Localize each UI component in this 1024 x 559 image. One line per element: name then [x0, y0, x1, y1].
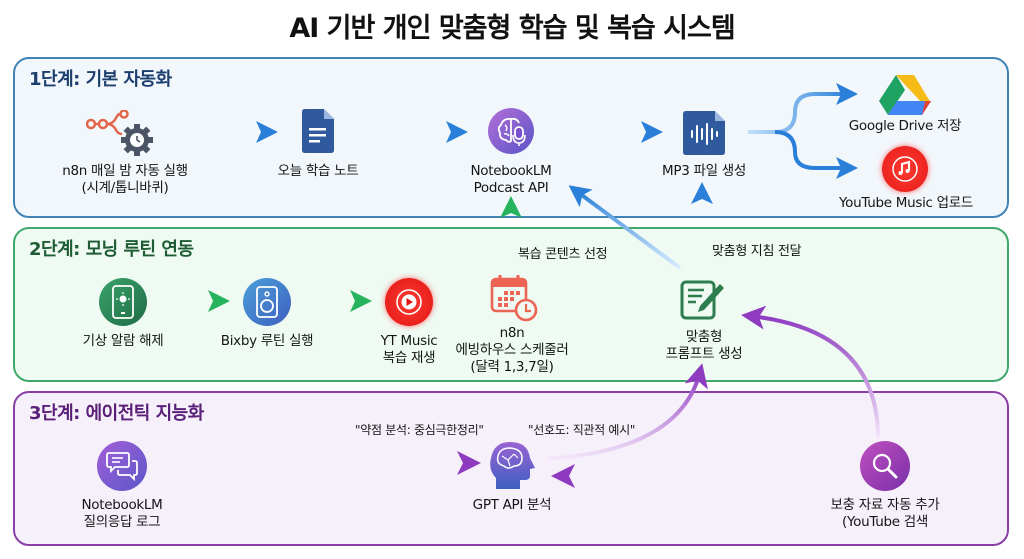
node-label-gpt-analysis: GPT API 분석: [472, 497, 552, 513]
play-circle-icon: [385, 278, 433, 326]
chat-bubbles-icon: [97, 441, 147, 491]
node-label-alarm-off: 기상 알람 해제: [82, 333, 164, 349]
edge-label-weakness: "약점 분석: 중심극한정리": [355, 423, 484, 437]
stage-2-title: 2단계: 모닝 루틴 연동: [29, 239, 194, 260]
node-label-notebooklm-podcast: NotebookLM Podcast API: [470, 163, 552, 196]
document-icon: [302, 109, 334, 153]
workflow-gear-clock-icon: [85, 109, 158, 158]
node-label-qa-log: NotebookLM 질의응답 로그: [81, 497, 163, 530]
brain-head-icon: [488, 440, 536, 490]
node-label-google-drive: Google Drive 저장: [848, 118, 962, 134]
calendar-clock-icon: [490, 274, 538, 322]
google-drive-icon: [879, 75, 931, 115]
node-label-today-note: 오늘 학습 노트: [277, 163, 359, 179]
edge-label-custom-guideline: 맞춤형 지침 전달: [712, 244, 802, 259]
stage-1-title: 1단계: 기본 자동화: [29, 69, 172, 90]
diagram-title: AI 기반 개인 맞춤형 학습 및 복습 시스템: [289, 13, 735, 44]
node-label-bixby-routine: Bixby 루틴 실행: [220, 333, 314, 349]
stage-3-title: 3단계: 에이전틱 지능화: [29, 403, 204, 424]
phone-sun-icon: [99, 278, 147, 326]
edit-note-icon: [680, 278, 726, 322]
node-label-custom-prompt: 맞춤형 프롬프트 생성: [665, 329, 743, 362]
edge-label-preference: "선호도: 직관적 예시": [528, 423, 636, 437]
audio-file-icon: [683, 111, 725, 155]
search-icon: [860, 441, 910, 491]
node-label-n8n-nightly: n8n 매일 밤 자동 실행 (시계/톱니바퀴): [62, 163, 188, 196]
node-label-youtube-music-upload: YouTube Music 업로드: [838, 195, 974, 211]
music-note-icon: [882, 146, 928, 192]
brain-microphone-icon: [488, 108, 534, 154]
node-label-supplement: 보충 자료 자동 추가 (YouTube 검색: [830, 497, 940, 530]
speaker-icon: [243, 278, 291, 326]
node-label-yt-music-play: YT Music 복습 재생: [380, 333, 438, 366]
node-label-n8n-scheduler: n8n 에빙하우스 스케줄러 (달력 1,3,7일): [455, 325, 569, 375]
edge-label-review-content: 복습 콘텐츠 선정: [518, 247, 608, 262]
node-label-mp3-file: MP3 파일 생성: [662, 163, 746, 179]
